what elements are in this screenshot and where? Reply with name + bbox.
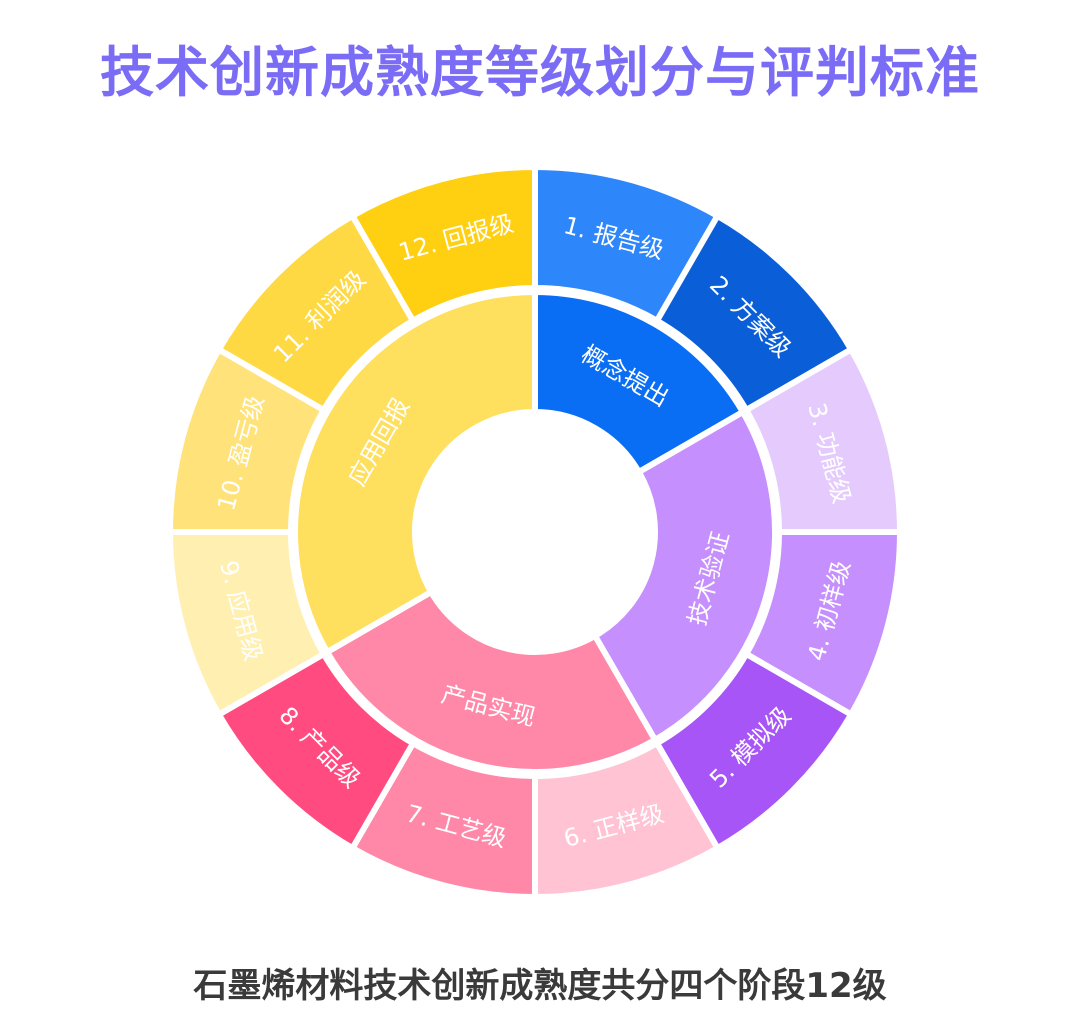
chart-title: 技术创新成熟度等级划分与评判标准 xyxy=(100,41,980,104)
stage-segment-4 xyxy=(292,289,538,655)
level-segment xyxy=(349,164,538,324)
chart-subtitle: 石墨烯材料技术创新成熟度共分四个阶段12级 xyxy=(193,966,887,1006)
stage-segment-1 xyxy=(532,289,746,475)
stage-segment-2 xyxy=(592,409,778,743)
stage-segment-3 xyxy=(324,589,658,775)
